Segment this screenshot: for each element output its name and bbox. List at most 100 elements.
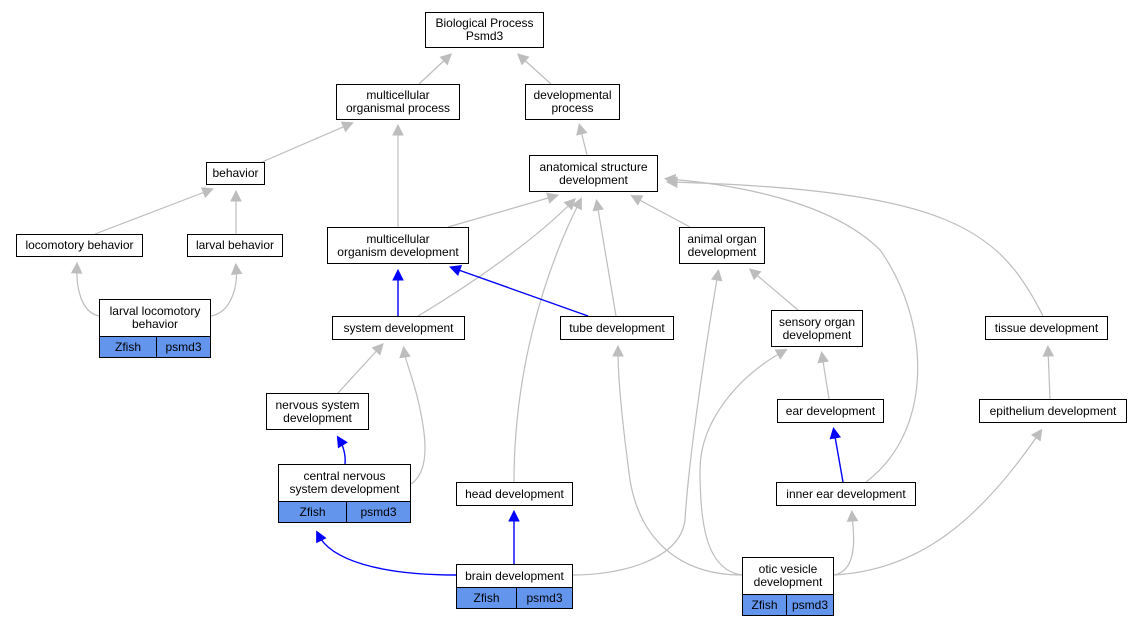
node-label: anatomical structure development	[539, 159, 648, 187]
species-badge: Zfish	[751, 597, 778, 612]
annotation-row: Zfish psmd3	[743, 594, 833, 615]
node-label: otic vesicle development	[753, 562, 823, 589]
species-badge: Zfish	[299, 504, 326, 519]
annotation-row: Zfish psmd3	[279, 501, 410, 522]
node-epithelium-development[interactable]: epithelium development	[979, 399, 1127, 423]
node-label: nervous system development	[275, 397, 360, 425]
edge-arrowhead	[336, 435, 348, 449]
node-nervous-system-development[interactable]: nervous system development	[266, 393, 369, 430]
edge-arrowhead	[571, 197, 582, 211]
node-larval-behavior[interactable]: larval behavior	[187, 234, 283, 257]
edge-arrowhead	[230, 262, 243, 276]
node-label: animal organ development	[687, 231, 757, 259]
node-multicellular-organism-development[interactable]: multicellular organism development	[327, 227, 469, 264]
edge-arrowhead	[546, 192, 559, 204]
gene-badge: psmd3	[516, 588, 572, 608]
node-sensory-organ-development[interactable]: sensory organ development	[771, 310, 863, 347]
node-head-development[interactable]: head development	[456, 482, 573, 506]
node-system-development[interactable]: system development	[332, 316, 465, 340]
node-label: developmental process	[533, 88, 612, 115]
node-label: larval behavior	[195, 238, 275, 252]
node-otic-vesicle-development[interactable]: otic vesicle development Zfish psmd3	[742, 557, 834, 616]
edge-arrowhead	[340, 121, 354, 133]
edge-arrowhead	[665, 176, 678, 189]
node-brain-development[interactable]: brain development Zfish psmd3	[456, 564, 573, 609]
node-label: larval locomotory behavior	[109, 304, 201, 331]
node-multicellular-organismal-process[interactable]: multicellular organismal process	[336, 84, 460, 120]
node-label: central nervous system development	[289, 469, 400, 496]
edge-arrowhead	[592, 198, 604, 212]
node-label: multicellular organism development	[337, 231, 459, 259]
edge-arrowhead	[392, 268, 404, 281]
annotation-row: Zfish psmd3	[457, 587, 572, 608]
edge-arrowhead	[200, 187, 214, 199]
edge-is-a	[513, 200, 581, 483]
node-label: system development	[343, 320, 454, 335]
edge-arrowhead	[449, 265, 463, 276]
node-label: behavior	[212, 166, 259, 180]
edge-is-a	[94, 189, 211, 235]
node-animal-organ-development[interactable]: animal organ development	[679, 227, 765, 264]
edge-is-a	[669, 181, 1044, 317]
species-badge: Zfish	[114, 339, 141, 354]
gene-badge: psmd3	[156, 337, 210, 357]
edge-arrowhead	[516, 53, 530, 66]
node-ear-development[interactable]: ear development	[777, 399, 884, 423]
edge-is-a	[699, 350, 785, 576]
edge-arrowhead	[630, 195, 644, 206]
edge-is-a	[596, 202, 617, 317]
edge-is-a	[751, 270, 799, 311]
edge-arrowhead	[612, 344, 624, 357]
node-inner-ear-development[interactable]: inner ear development	[776, 482, 916, 506]
edge-arrowhead	[439, 53, 453, 66]
edge-is-a	[403, 349, 426, 485]
edge-arrowhead	[1042, 344, 1055, 357]
node-central-nervous-system-development[interactable]: central nervous system development Zfish…	[278, 464, 411, 523]
node-tube-development[interactable]: tube development	[560, 316, 674, 340]
edge-arrowhead	[371, 342, 384, 356]
edge-is-a	[337, 345, 382, 394]
node-label: sensory organ development	[778, 314, 856, 342]
edge-part-of	[452, 267, 589, 317]
edge-is-a	[1047, 348, 1051, 400]
edge-arrowhead	[576, 123, 588, 136]
gene-badge: psmd3	[786, 595, 833, 615]
edge-is-a	[667, 178, 919, 483]
node-label: multicellular organismal process	[345, 88, 451, 115]
edge-is-a	[447, 195, 556, 228]
node-larval-locomotory-behavior[interactable]: larval locomotory behavior Zfish psmd3	[99, 299, 211, 358]
edge-arrowhead	[392, 123, 404, 136]
edge-arrowhead	[711, 268, 723, 282]
edge-part-of	[833, 430, 844, 483]
edge-arrowhead	[316, 530, 327, 544]
node-label: tube development	[569, 320, 665, 335]
node-label: Biological Process Psmd3	[435, 16, 534, 43]
species-badge: Zfish	[473, 590, 500, 605]
node-root[interactable]: Biological Process Psmd3	[425, 12, 544, 48]
edge-is-a	[572, 272, 719, 576]
edge-is-a	[633, 196, 691, 228]
edge-arrowhead	[230, 189, 242, 202]
edge-arrowhead	[1030, 428, 1043, 442]
edge-arrowhead	[748, 268, 762, 281]
node-behavior[interactable]: behavior	[206, 162, 265, 185]
edge-arrowhead	[399, 345, 411, 359]
edge-arrowhead	[508, 509, 520, 522]
edge-is-a	[617, 348, 743, 576]
gene-badge: psmd3	[346, 502, 410, 522]
node-anatomical-structure-development[interactable]: anatomical structure development	[529, 155, 658, 192]
edge-is-a	[417, 200, 574, 317]
edge-arrowhead	[70, 261, 83, 274]
node-label: tissue development	[994, 320, 1099, 335]
node-developmental-process[interactable]: developmental process	[525, 84, 620, 120]
annotation-row: Zfish psmd3	[100, 336, 210, 357]
node-tissue-development[interactable]: tissue development	[985, 316, 1108, 340]
edge-is-a	[261, 123, 351, 163]
node-label: epithelium development	[989, 403, 1117, 418]
edge-arrowhead	[774, 349, 788, 360]
edge-arrowhead	[829, 426, 842, 440]
node-locomotory-behavior[interactable]: locomotory behavior	[16, 234, 143, 257]
edge-is-a	[833, 513, 855, 576]
